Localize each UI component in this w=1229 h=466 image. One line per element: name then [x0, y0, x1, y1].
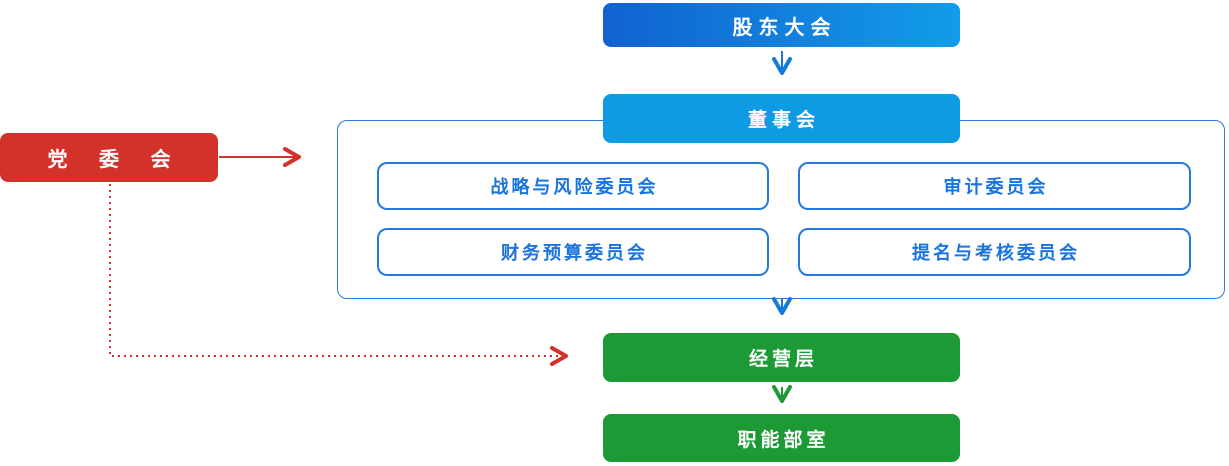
management-level-box: 经营层	[603, 333, 960, 382]
committee-box-audit: 审计委员会	[798, 162, 1191, 210]
management-level-label: 经营层	[748, 349, 818, 370]
party-committee-box: 党 委 会	[0, 133, 218, 182]
shareholders-meeting-box: 股东大会	[603, 3, 960, 47]
dotted-arrow-party-to-management	[109, 184, 568, 366]
committee-label-strategy-risk: 战略与风险委员会	[490, 177, 659, 197]
party-committee-label: 党 委 会	[47, 149, 184, 171]
committee-box-nomination-assessment: 提名与考核委员会	[798, 228, 1191, 276]
committee-box-financial-budget: 财务预算委员会	[377, 228, 769, 276]
shareholders-meeting-label: 股东大会	[732, 16, 837, 39]
committee-label-financial-budget: 财务预算委员会	[501, 243, 648, 263]
board-of-directors-box: 董事会	[603, 94, 960, 143]
committee-label-nomination-assessment: 提名与考核委员会	[912, 243, 1080, 263]
board-of-directors-label: 董事会	[747, 110, 820, 131]
committee-box-strategy-risk: 战略与风险委员会	[377, 162, 769, 210]
committee-label-audit: 审计委员会	[943, 177, 1049, 197]
functional-departments-box: 职能部室	[603, 414, 960, 462]
functional-departments-label: 职能部室	[737, 429, 830, 451]
